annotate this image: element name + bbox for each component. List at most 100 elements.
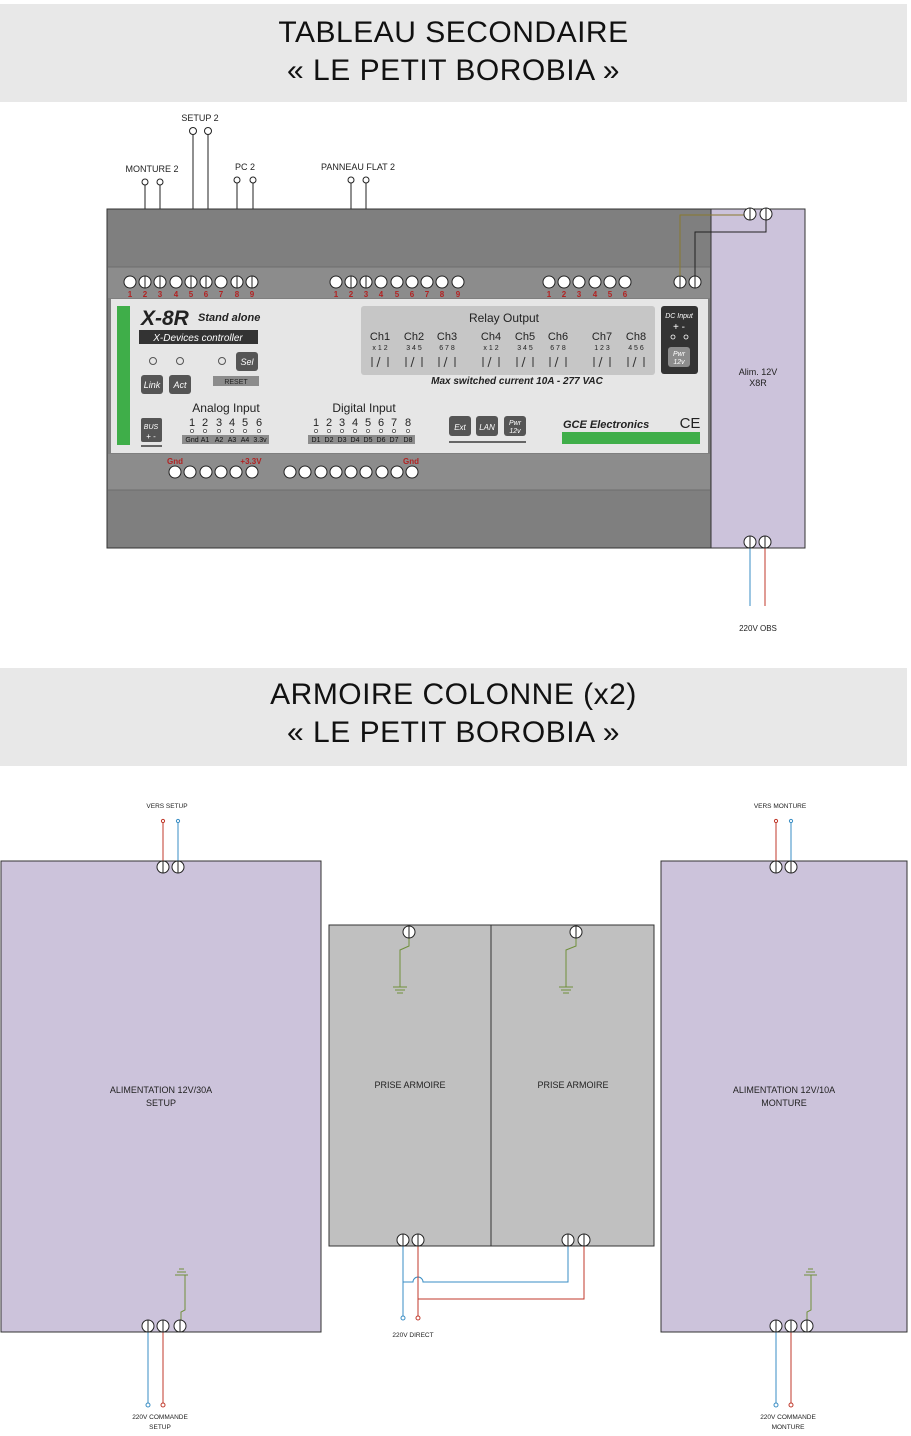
svg-text:5: 5 xyxy=(242,417,248,429)
alim-setup-ground-wire xyxy=(180,1275,186,1321)
reset-label: RESET xyxy=(224,379,248,386)
svg-text:D6: D6 xyxy=(377,437,386,444)
reset-box xyxy=(213,376,259,386)
svg-text:3: 3 xyxy=(364,290,369,299)
svg-text:4: 4 xyxy=(229,417,235,429)
lan-label: LAN xyxy=(479,423,495,432)
sel-button xyxy=(236,352,258,371)
svg-text:6: 6 xyxy=(204,290,209,299)
pwr-box xyxy=(668,347,690,367)
analog-label-bar xyxy=(182,435,269,444)
svg-text:D5: D5 xyxy=(364,437,373,444)
svg-text:3: 3 xyxy=(577,290,582,299)
ground-symbol xyxy=(393,986,407,994)
dc-input-polarity: + - xyxy=(673,322,685,333)
svg-text:3: 3 xyxy=(158,290,163,299)
svg-text:5: 5 xyxy=(395,290,400,299)
bus-box xyxy=(141,418,162,442)
svg-text:1: 1 xyxy=(547,290,552,299)
pwr-voltage: 12v xyxy=(673,359,685,366)
analog-title: Analog Input xyxy=(192,401,260,415)
svg-text:Ch4: Ch4 xyxy=(481,331,501,343)
status-leds xyxy=(149,357,226,365)
dc-input-label: DC Input xyxy=(665,313,694,320)
svg-text:9: 9 xyxy=(456,290,461,299)
svg-text:2: 2 xyxy=(349,290,354,299)
svg-text:2: 2 xyxy=(562,290,567,299)
alim-setup-label-2: SETUP xyxy=(146,1098,176,1108)
label-panneau-flat-2: PANNEAU FLAT 2 xyxy=(321,162,395,172)
prise-armoire-1-label: PRISE ARMOIRE xyxy=(374,1080,445,1090)
alim-setup-terminals-bottom xyxy=(141,1319,187,1333)
alim-setup-label-1: ALIMENTATION 12V/30A xyxy=(110,1085,212,1095)
svg-text:1 2 3: 1 2 3 xyxy=(594,345,610,352)
label-cmd-setup-1: 220V COMMANDE xyxy=(132,1414,188,1421)
ground-symbol xyxy=(804,1268,817,1276)
label-vers-setup: VERS SETUP xyxy=(146,803,187,810)
label-monture-2: MONTURE 2 xyxy=(125,164,178,174)
ground-symbol xyxy=(559,986,573,994)
label-gnd-left: Gnd xyxy=(167,457,183,466)
act-label: Act xyxy=(172,380,187,390)
controller-model: X-8R xyxy=(140,307,190,330)
label-setup-2: SETUP 2 xyxy=(181,113,218,123)
svg-text:8: 8 xyxy=(235,290,240,299)
ce-mark: CE xyxy=(680,415,701,432)
section-banner-armoire: ARMOIRE COLONNE (x2) « LE PETIT BOROBIA … xyxy=(0,668,907,766)
svg-text:x 1 2: x 1 2 xyxy=(483,345,498,352)
alim-12v-label: Alim. 12V xyxy=(739,367,778,377)
digital-numbers: 1 2 3 4 5 6 7 8 xyxy=(313,417,411,429)
svg-text:9: 9 xyxy=(250,290,255,299)
svg-text:1: 1 xyxy=(128,290,133,299)
analog-labels: Gnd A1 A2 A3 A4 3.3v xyxy=(185,437,267,444)
section-title-line2: « LE PETIT BOROBIA » xyxy=(287,716,620,749)
alim-monture-label-2: MONTURE xyxy=(761,1098,807,1108)
svg-text:D8: D8 xyxy=(404,437,413,444)
svg-text:A2: A2 xyxy=(215,437,224,444)
direct-wire-red xyxy=(417,1246,585,1300)
alim-monture-ground-wire xyxy=(806,1275,812,1321)
svg-text:6 7 8: 6 7 8 xyxy=(550,345,566,352)
label-3v3: +3.3V xyxy=(240,457,262,466)
dc-wire-negative xyxy=(694,215,767,276)
svg-text:Pwr: Pwr xyxy=(509,420,522,427)
svg-text:D2: D2 xyxy=(325,437,334,444)
svg-text:Ch2: Ch2 xyxy=(404,331,424,343)
svg-text:4: 4 xyxy=(174,290,179,299)
dc-wire-positive xyxy=(679,214,750,276)
svg-text:D4: D4 xyxy=(351,437,360,444)
svg-text:4: 4 xyxy=(593,290,598,299)
svg-text:Ch5: Ch5 xyxy=(515,331,535,343)
svg-text:4: 4 xyxy=(352,417,358,429)
pwr12-box xyxy=(504,416,526,436)
alim-12v-x8r-box xyxy=(710,208,806,549)
label-cmd-monture-2: MONTURE xyxy=(772,1424,806,1431)
label-cmd-setup-2: SETUP xyxy=(149,1424,171,1431)
svg-text:6: 6 xyxy=(378,417,384,429)
bus-label: BUS xyxy=(144,424,159,431)
svg-text:1: 1 xyxy=(334,290,339,299)
section-banner-tableau: TABLEAU SECONDAIRE « LE PETIT BOROBIA » xyxy=(0,4,907,102)
svg-text:A3: A3 xyxy=(228,437,237,444)
section-title-line2: « LE PETIT BOROBIA » xyxy=(287,54,620,87)
svg-text:D7: D7 xyxy=(390,437,399,444)
relay-channels: Ch1 Ch2 Ch3 Ch4 Ch5 Ch6 Ch7 Ch8 xyxy=(370,331,646,343)
label-pc-2: PC 2 xyxy=(235,162,255,172)
x8r-controller: X-8R Stand alone X-Devices controller Li… xyxy=(106,208,712,549)
act-button xyxy=(169,375,191,394)
section-title-line1: TABLEAU SECONDAIRE xyxy=(278,16,629,49)
svg-text:Ch8: Ch8 xyxy=(626,331,646,343)
svg-text:3.3v: 3.3v xyxy=(253,437,267,444)
brand-green-bar xyxy=(562,432,700,444)
svg-text:5: 5 xyxy=(189,290,194,299)
terminal-numbers-top: 1 2 3 4 5 6 7 8 9 1 2 3 4 5 6 7 8 9 1 2 … xyxy=(128,290,628,299)
svg-text:Ch3: Ch3 xyxy=(437,331,457,343)
alim-setup-box xyxy=(0,860,322,1333)
digital-labels: D1 D2 D3 D4 D5 D6 D7 D8 xyxy=(312,437,413,444)
prise-armoire-2-box xyxy=(490,924,655,1247)
brand-label: GCE Electronics xyxy=(563,419,649,431)
relay-pin-labels: x 1 2 3 4 5 6 7 8 x 1 2 3 4 5 6 7 8 1 2 … xyxy=(372,345,643,352)
svg-text:1: 1 xyxy=(313,417,319,429)
svg-text:3: 3 xyxy=(339,417,345,429)
